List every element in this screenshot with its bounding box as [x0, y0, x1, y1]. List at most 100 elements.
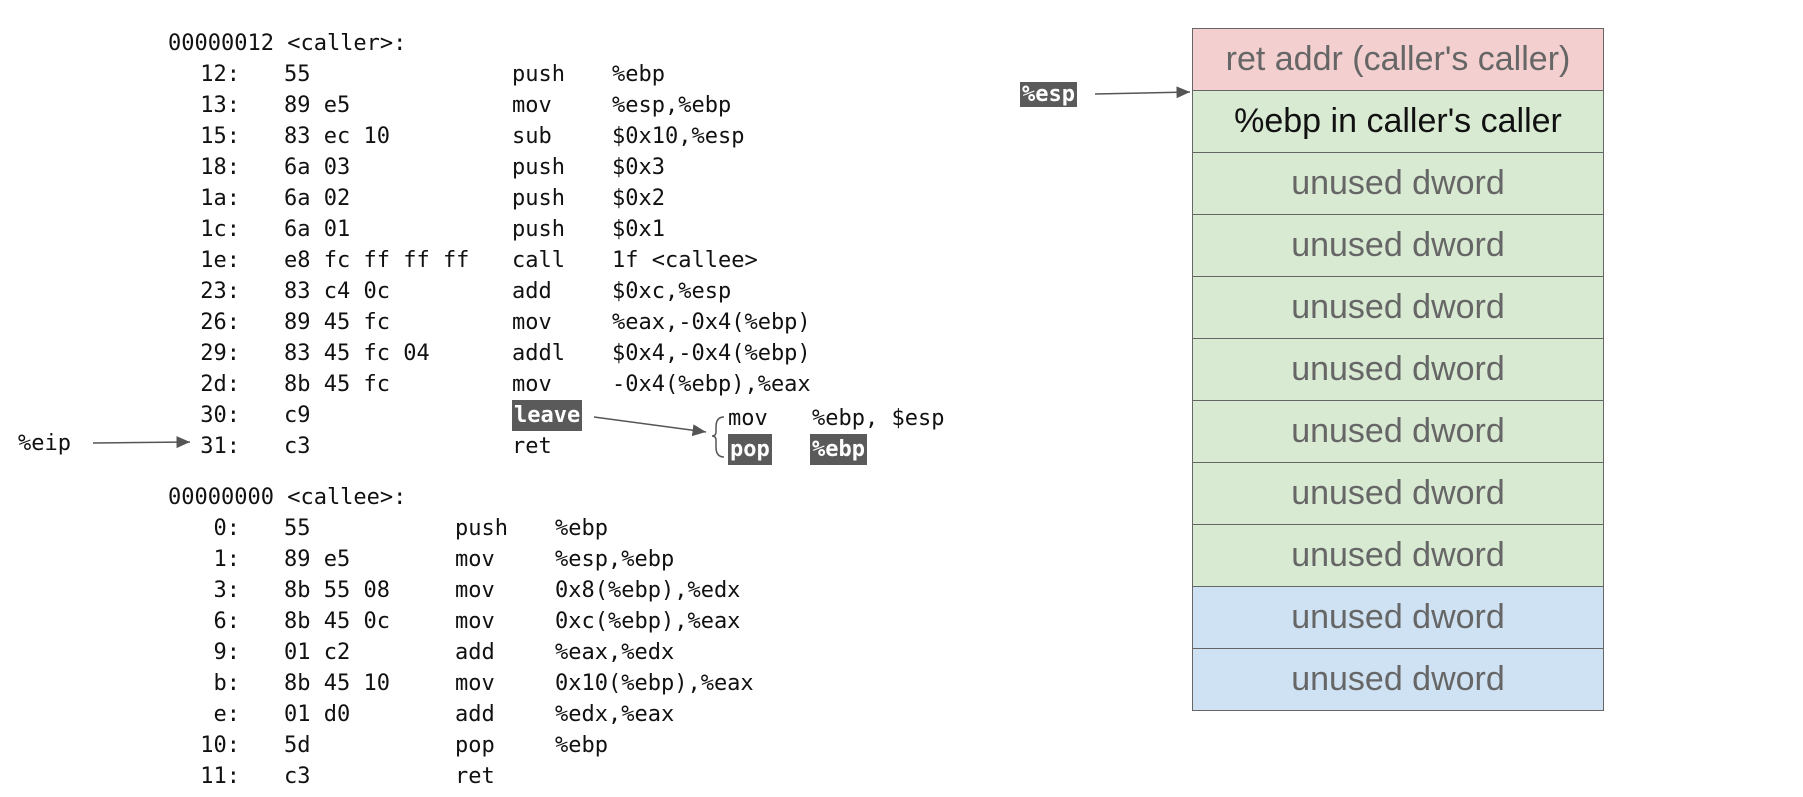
- opcode-bytes: 8b 55 08: [284, 578, 390, 603]
- opcode-bytes: 01 d0: [284, 702, 351, 727]
- opcode-bytes: 01 c2: [284, 640, 351, 665]
- leave-arrow: [593, 416, 707, 437]
- stack-cell: unused dword: [1193, 463, 1603, 525]
- address: 6:: [213, 609, 241, 634]
- mnemonic: call: [512, 248, 565, 273]
- opcode-bytes: 89 e5: [284, 547, 351, 572]
- stack-diagram: ret addr (caller's caller)%ebp in caller…: [1192, 28, 1604, 711]
- opcode-bytes: 8b 45 0c: [284, 609, 390, 634]
- esp-register-label: %esp: [1020, 79, 1077, 110]
- stack-cell: %ebp in caller's caller: [1193, 91, 1603, 153]
- address: 0:: [213, 516, 241, 541]
- mnemonic: add: [455, 702, 495, 727]
- address: 2d:: [200, 372, 240, 397]
- stack-cell: ret addr (caller's caller): [1193, 29, 1603, 91]
- mnemonic: mov: [455, 578, 495, 603]
- esp-highlight: %esp: [1020, 82, 1077, 107]
- esp-arrow: [1094, 86, 1191, 99]
- opcode-bytes: c3: [284, 434, 311, 459]
- mnemonic: sub: [512, 124, 552, 149]
- address: 10:: [200, 733, 240, 758]
- operands: %ebp: [612, 62, 665, 87]
- operands: 0x10(%ebp),%eax: [555, 671, 754, 696]
- mnemonic: push: [512, 155, 565, 180]
- stack-cell: unused dword: [1193, 339, 1603, 401]
- eip-register-label: %eip: [18, 431, 71, 456]
- operands: %ebp: [555, 733, 608, 758]
- stack-cell: unused dword: [1193, 277, 1603, 339]
- address: 31:: [200, 434, 240, 459]
- mnemonic: push: [455, 516, 508, 541]
- operands: $0xc,%esp: [612, 279, 732, 304]
- mnemonic: mov: [512, 372, 552, 397]
- mnemonic: add: [512, 279, 552, 304]
- opcode-bytes: 55: [284, 62, 311, 87]
- address: 26:: [200, 310, 240, 335]
- address: 12:: [200, 62, 240, 87]
- eip-arrow: [92, 436, 191, 449]
- mnemonic: pop: [455, 733, 495, 758]
- opcode-bytes: 89 e5: [284, 93, 351, 118]
- address: 3:: [213, 578, 241, 603]
- opcode-bytes: 5d: [284, 733, 311, 758]
- address: 9:: [213, 640, 241, 665]
- address: 1e:: [200, 248, 240, 273]
- mnemonic: mov: [455, 609, 495, 634]
- opcode-bytes: 83 45 fc 04: [284, 341, 430, 366]
- mnemonic: ret: [455, 764, 495, 789]
- opcode-bytes: e8 fc ff ff ff: [284, 248, 470, 273]
- stack-cell: unused dword: [1193, 215, 1603, 277]
- address: 23:: [200, 279, 240, 304]
- mnemonic: add: [455, 640, 495, 665]
- mnemonic: addl: [512, 341, 565, 366]
- expansion-op-highlighted: pop: [728, 434, 772, 465]
- caller-header: 00000012 <caller>:: [168, 31, 407, 56]
- opcode-bytes: c3: [284, 764, 311, 789]
- stack-cell: unused dword: [1193, 649, 1603, 710]
- expansion-args-highlighted: %ebp: [810, 434, 867, 465]
- operands: %esp,%ebp: [555, 547, 675, 572]
- operands: $0x2: [612, 186, 665, 211]
- operands: %esp,%ebp: [612, 93, 732, 118]
- expansion-args: %ebp, $esp: [812, 406, 945, 431]
- operands: %eax,-0x4(%ebp): [612, 310, 811, 335]
- callee-header: 00000000 <callee>:: [168, 485, 407, 510]
- mnemonic: mov: [455, 547, 495, 572]
- operands: %eax,%edx: [555, 640, 675, 665]
- stack-cell: unused dword: [1193, 153, 1603, 215]
- address: 15:: [200, 124, 240, 149]
- operands: $0x3: [612, 155, 665, 180]
- mnemonic: push: [512, 186, 565, 211]
- mnemonic: mov: [455, 671, 495, 696]
- operands: 1f <callee>: [612, 248, 758, 273]
- operands: $0x1: [612, 217, 665, 242]
- operands: $0x4,-0x4(%ebp): [612, 341, 811, 366]
- address: 1c:: [200, 217, 240, 242]
- opcode-bytes: 8b 45 10: [284, 671, 390, 696]
- opcode-bytes: 6a 01: [284, 217, 351, 242]
- address: e:: [213, 702, 241, 727]
- operands: %ebp: [555, 516, 608, 541]
- stack-cell: unused dword: [1193, 401, 1603, 463]
- address: 13:: [200, 93, 240, 118]
- opcode-bytes: 8b 45 fc: [284, 372, 390, 397]
- mnemonic: ret: [512, 434, 552, 459]
- opcode-bytes: 6a 02: [284, 186, 351, 211]
- mnemonic: mov: [512, 310, 552, 335]
- operands: 0x8(%ebp),%edx: [555, 578, 741, 603]
- opcode-bytes: 89 45 fc: [284, 310, 390, 335]
- address: 1:: [213, 547, 241, 572]
- expansion-op: mov: [728, 406, 768, 431]
- mnemonic: push: [512, 62, 565, 87]
- address: b:: [213, 671, 241, 696]
- stack-cell: unused dword: [1193, 587, 1603, 649]
- address: 30:: [200, 403, 240, 428]
- stack-cell: unused dword: [1193, 525, 1603, 587]
- mnemonic: mov: [512, 93, 552, 118]
- operands: -0x4(%ebp),%eax: [612, 372, 811, 397]
- mnemonic-highlighted: leave: [512, 400, 583, 431]
- address: 11:: [200, 764, 240, 789]
- operands: 0xc(%ebp),%eax: [555, 609, 741, 634]
- mnemonic: push: [512, 217, 565, 242]
